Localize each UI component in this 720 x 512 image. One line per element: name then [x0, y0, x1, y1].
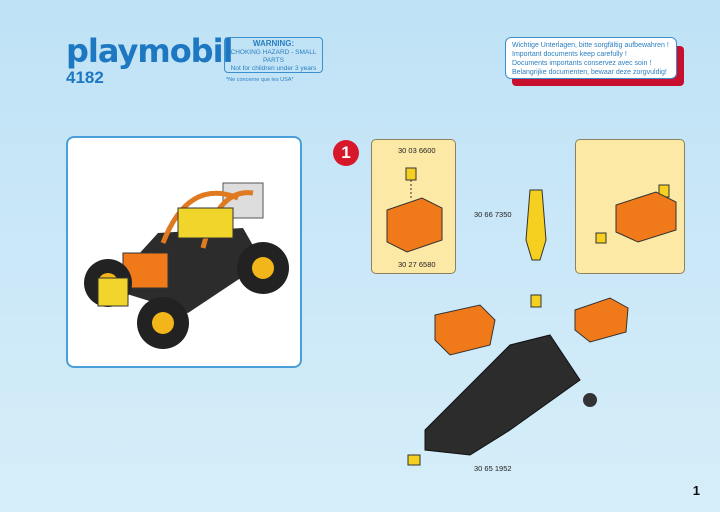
- quad-vehicle-illustration: [84, 182, 289, 349]
- part-callout-left: 30 03 6600 30 27 6580: [371, 139, 456, 274]
- warning-line1: CHOKING HAZARD - SMALL PARTS: [230, 49, 317, 64]
- part-callout-right: [575, 139, 685, 274]
- orange-brick-illustration: [386, 167, 443, 253]
- notice-en: Important documents keep carefully !: [512, 51, 627, 58]
- part-number: 30 66 7350: [474, 210, 512, 219]
- step-number: 1: [333, 140, 359, 166]
- notice-nl: Belangrijke documenten, bewaar deze zorg…: [512, 69, 667, 76]
- assembly-illustration: [407, 189, 629, 466]
- warning-box: WARNING: CHOKING HAZARD - SMALL PARTS No…: [224, 37, 323, 73]
- part-number: 30 65 1952: [474, 464, 512, 473]
- playmobil-logo: playmobil: [66, 32, 234, 70]
- set-number: 4182: [66, 68, 104, 87]
- warning-title: WARNING:: [252, 39, 295, 48]
- orange-brick-pin-illustration: [595, 184, 677, 244]
- usa-note: *Ne concerne que les USA*: [226, 77, 294, 83]
- page-number: 1: [692, 483, 700, 498]
- keep-notice: Wichtige Unterlagen, bitte sorgfältig au…: [505, 37, 677, 79]
- part-number: 30 27 6580: [398, 260, 436, 269]
- finished-model-panel: [66, 136, 302, 368]
- notice-de: Wichtige Unterlagen, bitte sorgfältig au…: [512, 42, 669, 49]
- warning-line2: Not for children under 3 years: [230, 65, 317, 72]
- notice-fr: Documents importants conservez avec soin…: [512, 60, 652, 67]
- part-number: 30 03 6600: [398, 146, 436, 155]
